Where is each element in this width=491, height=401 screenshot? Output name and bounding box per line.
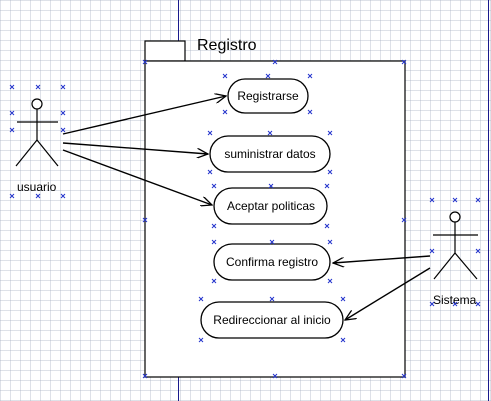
- use-case-shape: [200, 301, 344, 339]
- selection-handle-mark: [327, 239, 333, 245]
- selection-handle-mark: [9, 110, 15, 116]
- selection-handle-mark: [272, 59, 278, 65]
- use-case-label: Redireccionar al inicio: [213, 313, 331, 327]
- selection-handle-mark: [475, 301, 481, 307]
- selection-handle-mark: [60, 84, 66, 90]
- selection-handle-mark: [9, 84, 15, 90]
- selection-handle-mark: [142, 59, 148, 65]
- selection-handle-mark: [9, 193, 15, 199]
- selection-handle-mark: [9, 127, 15, 133]
- use-case-shape: [209, 135, 331, 173]
- selection-handle-mark: [198, 296, 204, 302]
- selection-handle-mark: [307, 109, 313, 115]
- use-case-label: Registrarse: [237, 89, 299, 103]
- selection-handle-mark: [142, 373, 148, 379]
- selection-handle-mark: [60, 193, 66, 199]
- actor-label-sistema: Sistema: [433, 293, 477, 307]
- selection-handle-mark: [452, 197, 458, 203]
- selection-handle-mark: [60, 110, 66, 116]
- selection-handle-mark: [211, 223, 217, 229]
- actor-leg-right: [454, 252, 478, 280]
- selection-handle-mark: [268, 183, 274, 189]
- actor-leg-left: [15, 139, 38, 167]
- selection-handle-mark: [211, 239, 217, 245]
- association-usuario-aceptar-politicas[interactable]: [62, 149, 212, 205]
- use-case-shape: [213, 243, 331, 281]
- selection-handle-mark: [327, 278, 333, 284]
- use-case-shape: [227, 78, 309, 114]
- selection-handle-mark: [429, 197, 435, 203]
- selection-handle-mark: [324, 183, 330, 189]
- selection-handle-mark: [211, 278, 217, 284]
- selection-handle-mark: [327, 169, 333, 175]
- selection-handle-mark: [401, 217, 407, 223]
- selection-handle-mark: [401, 59, 407, 65]
- selection-handle-mark: [267, 130, 273, 136]
- selection-handle-mark: [222, 73, 228, 79]
- use-case-suministrar-datos[interactable]: suministrar datos: [209, 135, 331, 173]
- selection-handle-mark: [269, 296, 275, 302]
- selection-handle-mark: [340, 337, 346, 343]
- selection-handles: [9, 59, 481, 379]
- association-usuario-suministrar-datos[interactable]: [62, 142, 208, 154]
- actor-head: [449, 211, 461, 223]
- selection-handle-mark: [340, 296, 346, 302]
- use-case-label: Aceptar politicas: [227, 199, 315, 213]
- selection-handle-mark: [327, 130, 333, 136]
- selection-handle-mark: [60, 127, 66, 133]
- actor-label-usuario: usuario: [17, 180, 57, 194]
- actor-leg-left: [433, 252, 456, 280]
- selection-handle-mark: [142, 217, 148, 223]
- use-case-redireccionar-al-inicio[interactable]: Redireccionar al inicio: [200, 301, 344, 339]
- use-case-shape: [213, 187, 328, 225]
- use-case-label: Confirma registro: [226, 255, 318, 269]
- selection-handle-mark: [429, 301, 435, 307]
- selection-handle-mark: [198, 337, 204, 343]
- selection-handle-mark: [452, 301, 458, 307]
- selection-handle-mark: [401, 373, 407, 379]
- actor-usuario[interactable]: usuario: [15, 98, 59, 194]
- selection-handle-mark: [475, 197, 481, 203]
- association-sistema-redireccionar[interactable]: [345, 267, 431, 320]
- selection-handle-mark: [211, 183, 217, 189]
- use-case-registrarse[interactable]: Registrarse: [227, 78, 309, 114]
- selection-handle-mark: [475, 248, 481, 254]
- use-case-confirma-registro[interactable]: Confirma registro: [213, 243, 331, 281]
- actor-head: [31, 98, 43, 110]
- association-usuario-registrarse[interactable]: [62, 96, 226, 135]
- selection-handle-mark: [222, 109, 228, 115]
- selection-handle-mark: [324, 223, 330, 229]
- association-sistema-confirma-registro[interactable]: [333, 255, 431, 263]
- package-tab: [144, 40, 186, 62]
- selection-handle-mark: [35, 193, 41, 199]
- selection-handle-mark: [307, 73, 313, 79]
- selection-handle-mark: [207, 169, 213, 175]
- package-title: Registro: [197, 37, 257, 54]
- use-case-label: suministrar datos: [224, 147, 315, 161]
- selection-handle-mark: [35, 84, 41, 90]
- selection-handle-mark: [269, 239, 275, 245]
- selection-handle-mark: [265, 73, 271, 79]
- actor-leg-right: [36, 139, 59, 167]
- selection-handle-mark: [429, 248, 435, 254]
- use-case-aceptar-politicas[interactable]: Aceptar politicas: [213, 187, 328, 225]
- selection-handle-mark: [272, 373, 278, 379]
- selection-handle-mark: [207, 130, 213, 136]
- actor-sistema[interactable]: Sistema: [433, 211, 478, 307]
